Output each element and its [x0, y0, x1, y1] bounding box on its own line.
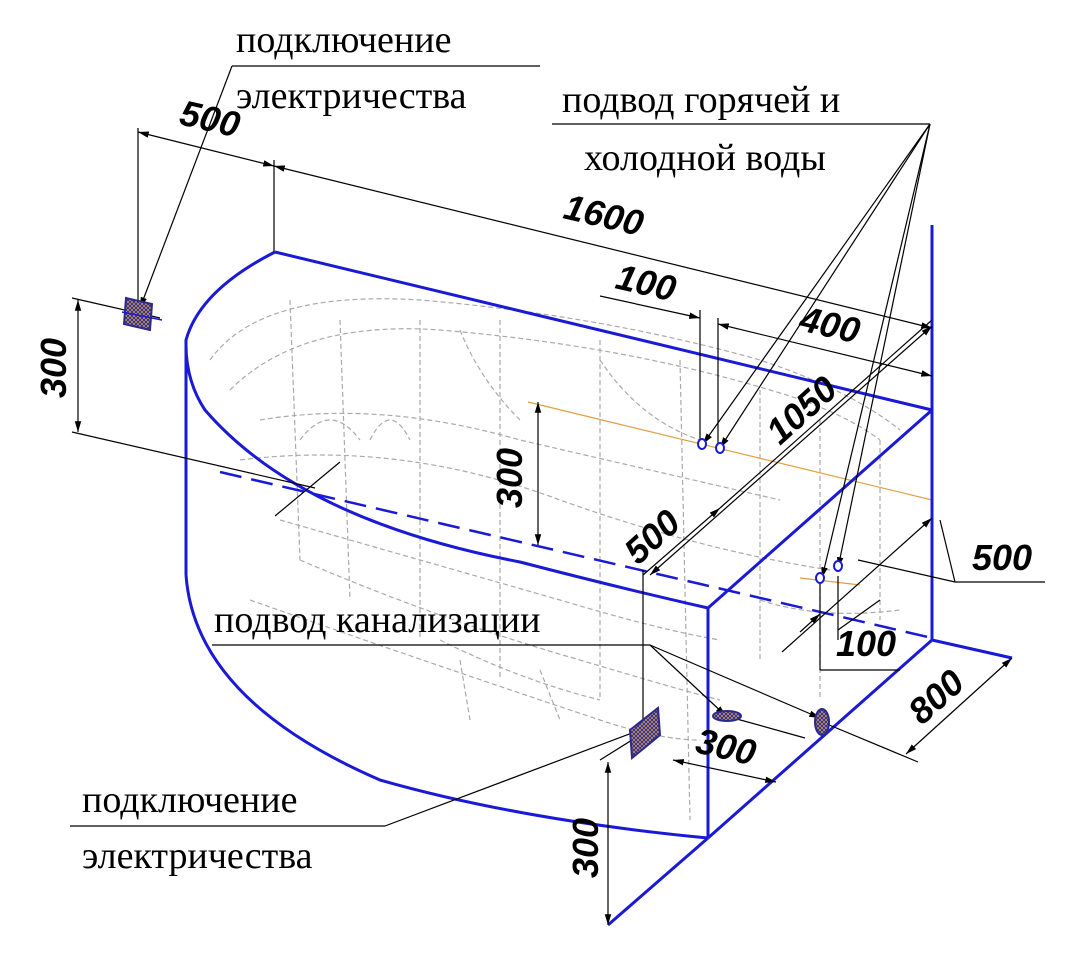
dim-100-right: 100 — [836, 623, 896, 664]
electric-socket-bottom — [628, 706, 662, 761]
label-sewer: подвод канализации — [214, 599, 540, 641]
wall-line-dashed — [219, 470, 933, 640]
water-inlet-right — [815, 560, 843, 584]
dim-800: 800 — [900, 661, 972, 732]
dim-500-mid: 500 — [616, 501, 688, 572]
label-electric-top-2: электричества — [236, 75, 467, 117]
label-electric-top-1: подключение — [236, 19, 451, 61]
dimension-lines — [71, 128, 1045, 925]
dim-300-bottom: 300 — [692, 720, 760, 773]
dim-300-left: 300 — [33, 338, 74, 398]
electric-socket-top — [121, 296, 163, 332]
label-electric-bottom-1: подключение — [82, 779, 297, 821]
dim-300-lower-left: 300 — [565, 818, 606, 878]
dim-1050: 1050 — [758, 368, 845, 452]
dim-1600: 1600 — [560, 186, 647, 244]
label-water-1: подвод горячей и — [562, 79, 840, 121]
dim-300-mid: 300 — [489, 448, 530, 508]
sewer-drains — [712, 708, 830, 736]
text-labels: подключение электричества подвод горячей… — [82, 19, 840, 877]
pipe-axis-lines — [527, 401, 933, 586]
dim-400: 400 — [795, 298, 864, 352]
label-water-2: холодной воды — [584, 137, 826, 179]
label-electric-bottom-2: электричества — [82, 835, 313, 877]
dim-500-right: 500 — [972, 537, 1032, 578]
dim-500-top: 500 — [176, 92, 244, 145]
dimension-labels: 500 1600 100 400 1050 300 300 500 500 10… — [33, 92, 1032, 878]
water-inlet-top — [697, 438, 725, 454]
label-leaders — [70, 65, 931, 827]
